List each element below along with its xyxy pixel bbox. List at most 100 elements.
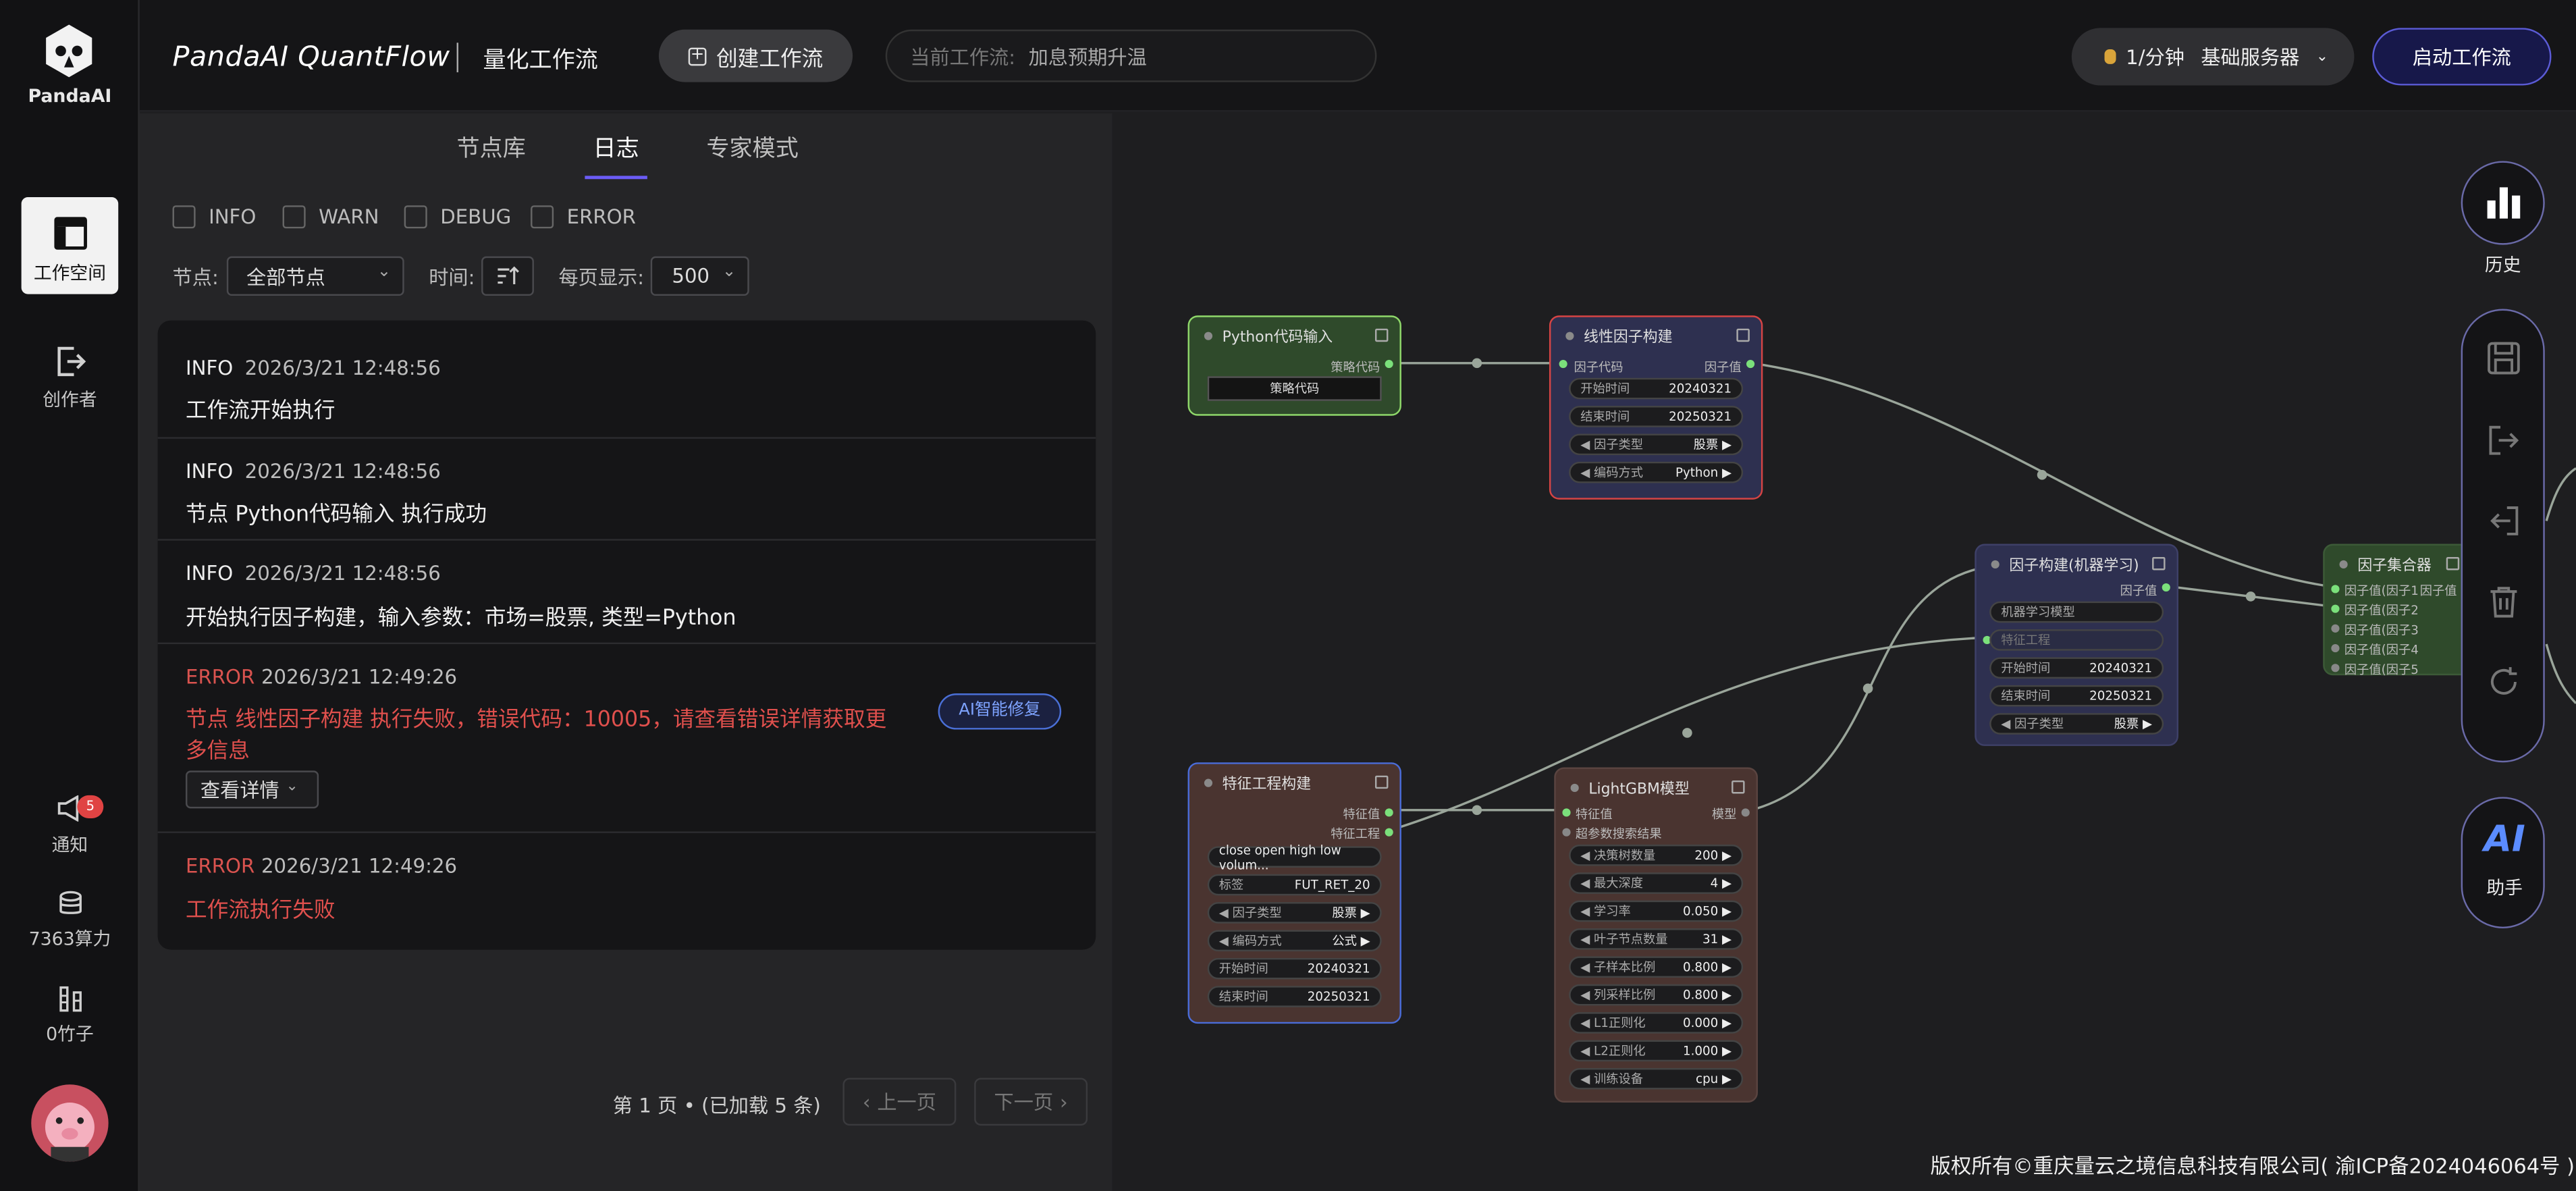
- edit-icon[interactable]: [1736, 328, 1750, 342]
- start-workflow-button[interactable]: 启动工作流: [2372, 28, 2552, 86]
- code-button[interactable]: 策略代码: [1207, 376, 1382, 401]
- input-port[interactable]: [1562, 828, 1571, 837]
- port-label: 因子值: [2120, 583, 2157, 598]
- next-page-button[interactable]: 下一页 ›: [974, 1078, 1088, 1126]
- param-stepper[interactable]: ◀ 因子类型股票 ▶: [1207, 902, 1382, 924]
- param-stepper[interactable]: ◀ 编码方式公式 ▶: [1207, 930, 1382, 952]
- history-button[interactable]: [2461, 161, 2545, 245]
- output-port[interactable]: [2162, 583, 2170, 592]
- node-factor-aggregator[interactable]: 因子集合器 因子值(因子1 因子值 因子值(因子2 因子值(因子3 因子值(因子…: [2323, 544, 2488, 677]
- ai-assistant-button[interactable]: AI 助手: [2461, 797, 2545, 929]
- checkbox[interactable]: [531, 205, 554, 229]
- server-selector[interactable]: 1/分钟 基础服务器 ⌄: [2071, 28, 2355, 86]
- input-port[interactable]: [1562, 808, 1571, 817]
- edit-icon[interactable]: [1374, 328, 1389, 342]
- log-entry: INFO 2026/3/21 12:48:56 开始执行因子构建，输入参数：市场…: [157, 541, 1096, 644]
- nav-creator[interactable]: 创作者: [22, 345, 119, 427]
- input-port[interactable]: [2331, 585, 2340, 593]
- bar-chart-icon: [2487, 187, 2521, 219]
- model-input[interactable]: 机器学习模型: [1989, 601, 2164, 623]
- view-details-button[interactable]: 查看详情 ⌄: [186, 770, 319, 809]
- tab-log-underline: [585, 176, 647, 180]
- edit-icon[interactable]: [1374, 775, 1389, 789]
- param-stepper[interactable]: ◀ 因子类型股票 ▶: [1569, 433, 1744, 456]
- prev-page-button[interactable]: ‹ 上一页: [842, 1078, 957, 1126]
- trash-icon[interactable]: [2488, 585, 2521, 618]
- checkbox[interactable]: [172, 205, 196, 229]
- output-port[interactable]: [1385, 808, 1393, 817]
- create-workflow-button[interactable]: + 创建工作流: [658, 29, 853, 82]
- avatar[interactable]: [31, 1084, 109, 1162]
- refresh-icon[interactable]: [2488, 666, 2521, 699]
- ai-fix-button[interactable]: AI智能修复: [938, 693, 1062, 730]
- nav-bamboo[interactable]: 0竹子: [22, 986, 119, 1051]
- param-stepper[interactable]: ◀ 因子类型股票 ▶: [1989, 713, 2164, 735]
- save-icon[interactable]: [2488, 342, 2521, 375]
- filter-info[interactable]: INFO: [172, 205, 256, 229]
- filter-warn[interactable]: WARN: [282, 205, 379, 229]
- input-port[interactable]: [2331, 604, 2340, 613]
- filter-debug[interactable]: DEBUG: [404, 205, 511, 229]
- nav-workspace-label: 工作空间: [33, 263, 106, 285]
- input-port[interactable]: [1559, 359, 1567, 369]
- canvas-toolbar: [2461, 309, 2545, 763]
- current-workflow-field[interactable]: 当前工作流: 加息预期升温: [885, 29, 1377, 82]
- checkbox[interactable]: [404, 205, 427, 229]
- node-python-input[interactable]: Python代码输入 策略代码 策略代码: [1187, 315, 1401, 416]
- node-filter-select[interactable]: 全部节点 ⌄: [226, 256, 404, 296]
- log-entry: INFO 2026/3/21 12:48:56 工作流开始执行: [157, 321, 1096, 439]
- nav-compute[interactable]: 7363算力: [13, 891, 126, 956]
- time-sort-button[interactable]: [481, 256, 534, 296]
- input-port[interactable]: [2331, 624, 2340, 633]
- tab-expert-mode[interactable]: 专家模式: [706, 136, 799, 163]
- input-port[interactable]: [2331, 643, 2340, 653]
- import-icon[interactable]: [2488, 504, 2521, 537]
- input-port[interactable]: [2331, 664, 2340, 672]
- expr-field[interactable]: close open high low volum...: [1207, 842, 1382, 872]
- edit-icon[interactable]: [1732, 780, 1745, 794]
- output-port[interactable]: [1385, 828, 1393, 837]
- tab-node-library[interactable]: 节点库: [456, 136, 526, 163]
- nav-workspace[interactable]: 工作空间: [21, 197, 119, 294]
- top-header: PandaAI QuantFlow 量化工作流 + 创建工作流 当前工作流: 加…: [139, 0, 2576, 112]
- port-label: 因子值: [1704, 359, 1742, 375]
- output-port[interactable]: [1746, 359, 1755, 369]
- page-size-select[interactable]: 500 ⌄: [650, 256, 749, 296]
- output-port[interactable]: [1385, 359, 1393, 369]
- export-icon[interactable]: [2488, 424, 2521, 457]
- checkbox[interactable]: [282, 205, 306, 229]
- output-port[interactable]: [1741, 808, 1750, 817]
- feature-input[interactable]: 特征工程: [1989, 629, 2164, 651]
- edit-icon[interactable]: [2152, 557, 2166, 571]
- rate-label: 1/分钟: [2126, 46, 2185, 70]
- port-label: 模型: [1711, 806, 1737, 822]
- tab-log[interactable]: 日志: [593, 136, 639, 163]
- input-port[interactable]: [1983, 635, 1991, 644]
- node-feature-engineering[interactable]: 特征工程构建 特征值 特征工程 close open high low volu…: [1187, 762, 1401, 1024]
- nav-notify[interactable]: 5 通知: [22, 795, 119, 861]
- edit-icon[interactable]: [2446, 557, 2460, 571]
- log-entry: INFO 2026/3/21 12:48:56 节点 Python代码输入 执行…: [157, 439, 1096, 541]
- log-entry-error: ERROR 2026/3/21 12:49:26 工作流执行失败: [158, 833, 1096, 950]
- filter-error[interactable]: ERROR: [531, 205, 636, 229]
